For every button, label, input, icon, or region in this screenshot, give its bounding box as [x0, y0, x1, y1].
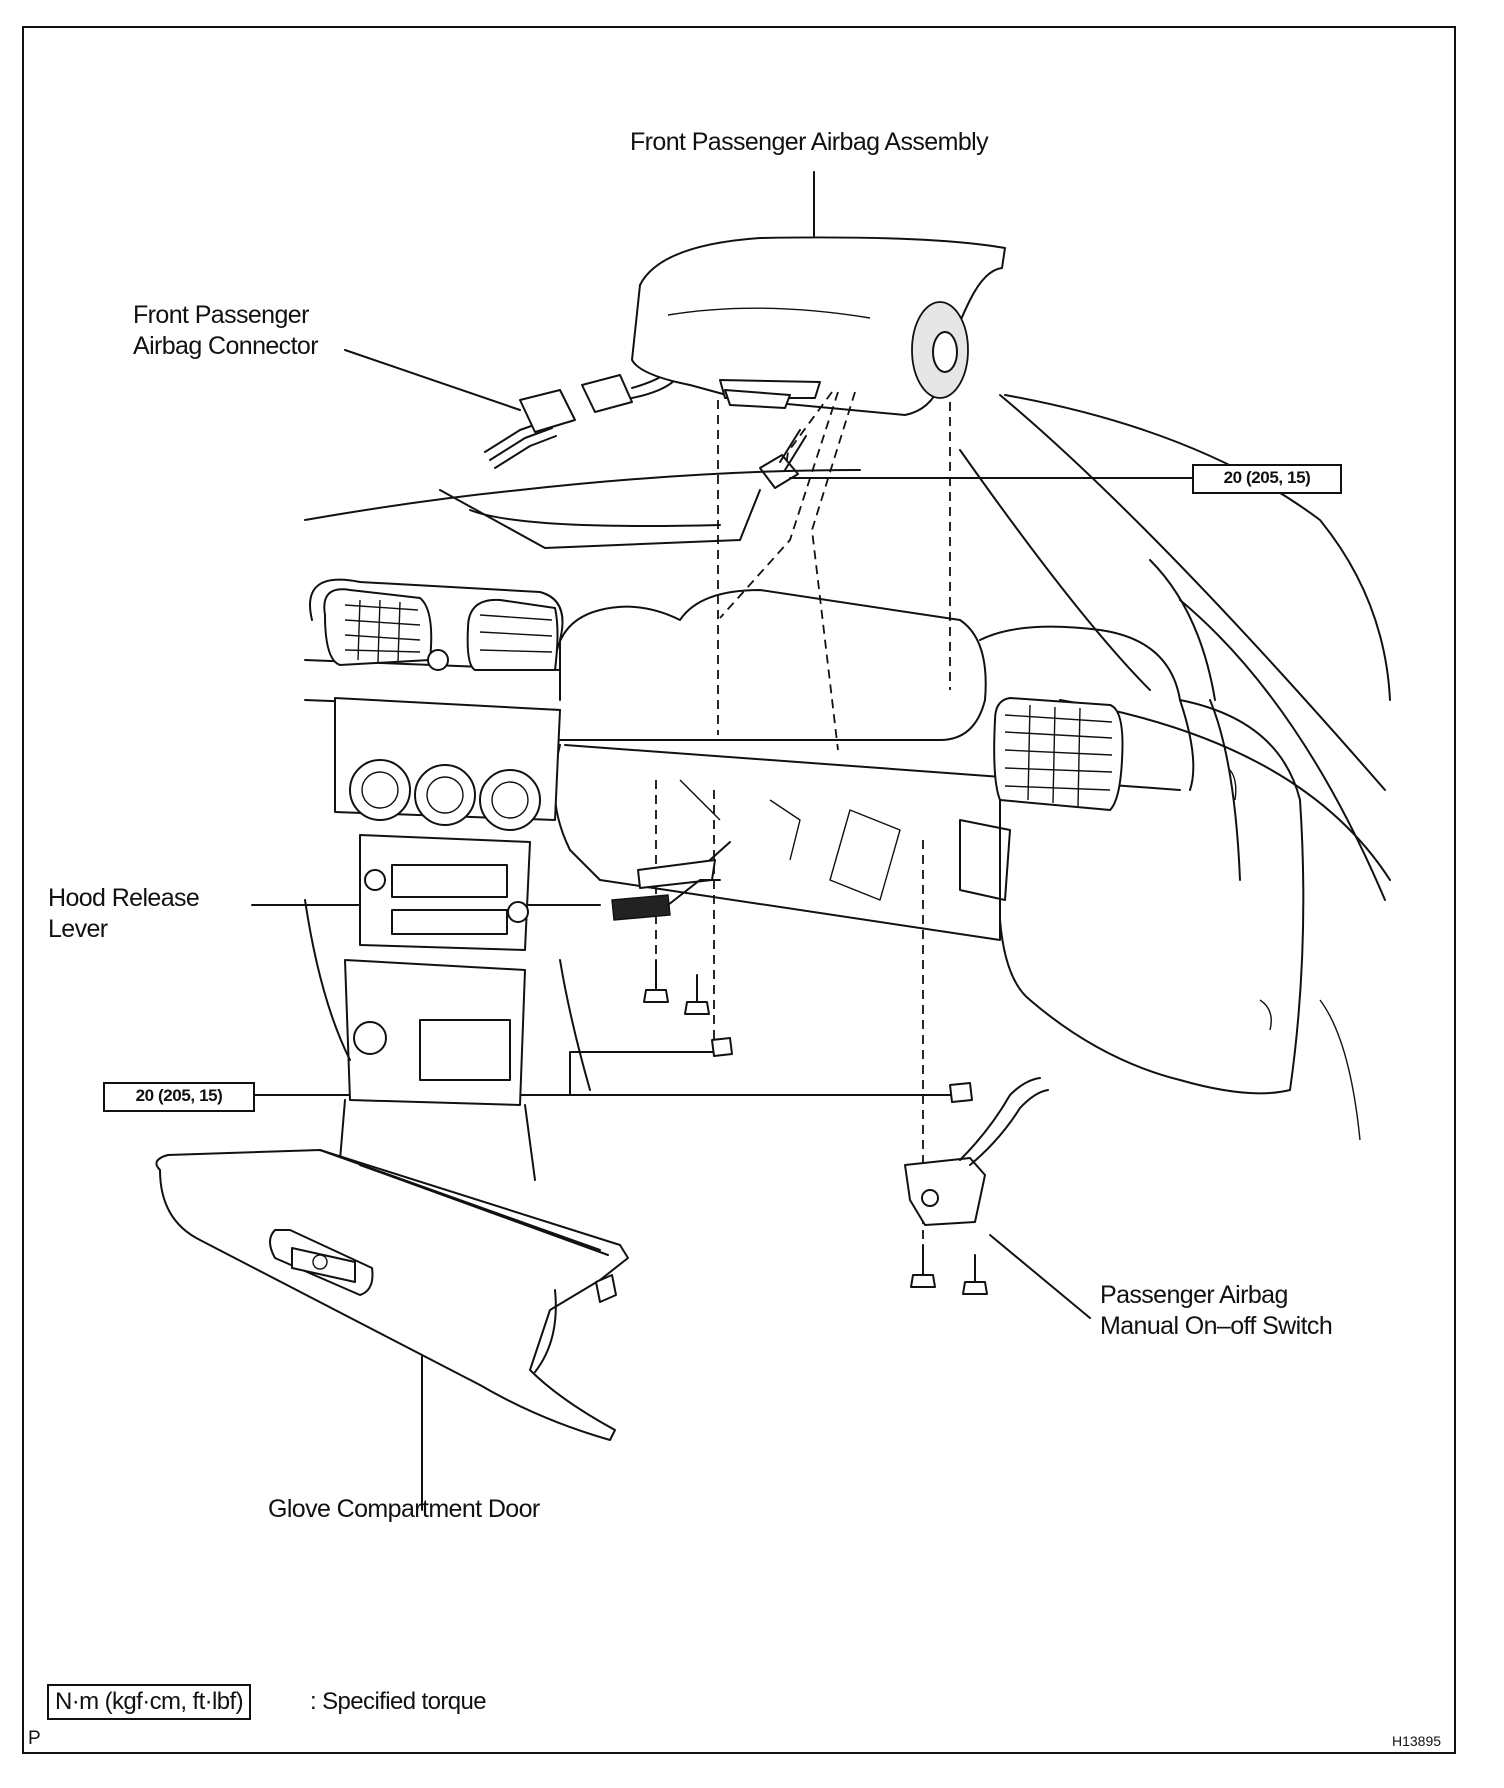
hood-release-lever-drawing [611, 841, 731, 921]
hood-release-lever-label: Hood Release Lever [48, 884, 200, 943]
torque-spec-upper: 20 (205, 15) [1192, 464, 1342, 494]
airbag-assembly-drawing [631, 236, 1006, 416]
guide-lines [655, 391, 951, 1240]
torque-unit-legend-box: N·m (kgf·cm, ft·lbf) [47, 1684, 251, 1720]
airbag-connector-label: Front Passenger Airbag Connector [133, 301, 319, 360]
figure-frame [22, 26, 1456, 1754]
torque-spec-lower: 20 (205, 15) [103, 1082, 255, 1112]
windshield-pillar-drawing [959, 394, 1391, 1141]
fasteners-drawing [643, 959, 988, 1295]
manual-switch-label: Passenger Airbag Manual On–off Switch [1100, 1281, 1333, 1340]
figure-code: H13895 [1392, 1733, 1442, 1749]
glove-compartment-door-label: Glove Compartment Door [268, 1495, 540, 1523]
manual-switch-drawing [904, 1077, 1049, 1226]
torque-legend-description: : Specified torque [310, 1688, 487, 1715]
airbag-assembly-label: Front Passenger Airbag Assembly [630, 128, 989, 156]
glove-compartment-drawing [155, 1149, 629, 1441]
center-console-drawing [304, 697, 591, 1181]
upper-bolt-drawing [759, 429, 807, 489]
corner-mark: P [28, 1728, 41, 1749]
